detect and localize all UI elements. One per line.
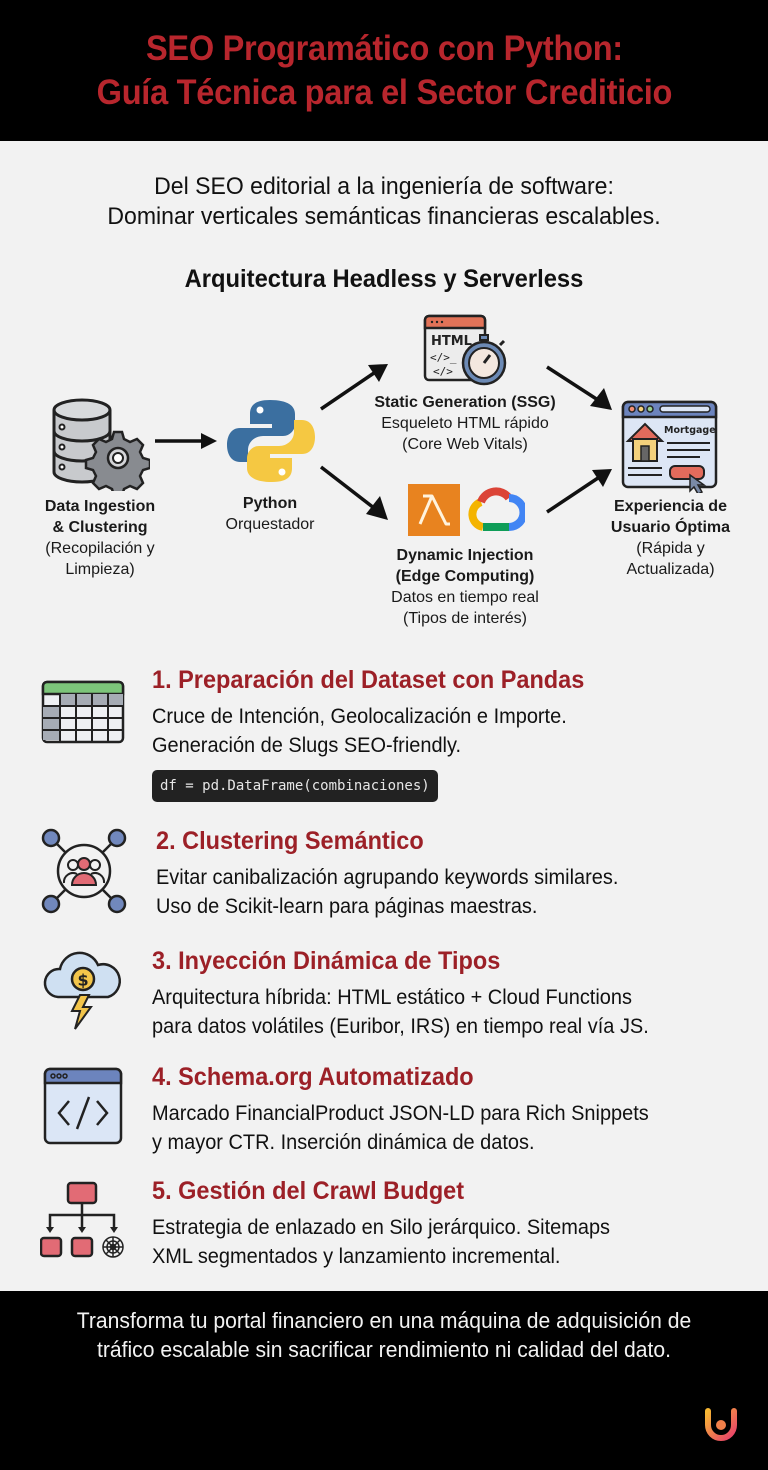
database-gear-icon	[52, 398, 150, 491]
step-3-title: 3. Inyección Dinámica de Tipos	[152, 947, 501, 975]
title-line-1: SEO Programático con Python:	[145, 28, 623, 68]
footer-line-2: tráfico escalable sin sacrificar rendimi…	[96, 1337, 672, 1362]
node-ssg-desc-2: (Core Web Vitals)	[402, 436, 528, 453]
cloud-dollar-lightning-icon: $	[43, 951, 121, 1030]
node-dynamic-title-1: Dynamic Injection	[396, 547, 534, 564]
node-data-ingestion: Data Ingestion & Clustering (Recopilació…	[20, 496, 180, 580]
step-5-desc-2: XML segmentados y lanzamiento incrementa…	[152, 1245, 561, 1268]
node-ssg-desc-1: Esqueleto HTML rápido	[381, 415, 549, 432]
code-window-icon	[43, 1067, 123, 1145]
step-2-desc-2: Uso de Scikit-learn para páginas maestra…	[156, 895, 538, 918]
footer-line-1: Transforma tu portal financiero en una m…	[76, 1308, 692, 1333]
arrow-down-right-icon	[546, 365, 612, 410]
page-title: SEO Programático con Python: Guía Técnic…	[96, 27, 672, 115]
step-4-desc-2: y mayor CTR. Inserción dinámica de datos…	[152, 1131, 535, 1154]
footer-banner: Transforma tu portal financiero en una m…	[0, 1291, 768, 1470]
html-icon-label: HTML	[431, 334, 472, 349]
python-logo-icon	[227, 400, 315, 482]
arrow-down-right-icon	[319, 465, 388, 520]
node-ssg-title: Static Generation (SSG)	[374, 394, 556, 411]
mortgage-icon-label: Mortgage	[664, 425, 716, 436]
node-static-generation: Static Generation (SSG) Esqueleto HTML r…	[355, 392, 575, 455]
node-ingestion-title-2: & Clustering	[52, 519, 148, 536]
code-snippet: df = pd.DataFrame(combinaciones)	[152, 770, 438, 802]
node-python-desc: Orquestador	[225, 516, 315, 533]
node-dynamic-desc-1: Datos en tiempo real	[391, 589, 539, 606]
step-2-desc-1: Evitar canibalización agrupando keywords…	[156, 866, 619, 889]
aws-lambda-icon	[408, 484, 460, 536]
step-3-desc-1: Arquitectura híbrida: HTML estático + Cl…	[152, 986, 632, 1009]
node-python-title: Python	[242, 495, 298, 512]
node-python: Python Orquestador	[200, 493, 340, 535]
svg-text:</>: </>	[433, 365, 453, 378]
step-1-title: 1. Preparación del Dataset con Pandas	[152, 666, 585, 694]
node-user-experience: Experiencia de Usuario Óptima (Rápida y …	[598, 496, 743, 580]
architecture-title: Arquitectura Headless y Serverless	[184, 265, 584, 293]
subtitle: Del SEO editorial a la ingeniería de sof…	[15, 172, 752, 232]
table-icon	[41, 680, 125, 744]
step-1-desc-1: Cruce de Intención, Geolocalización e Im…	[152, 705, 567, 728]
node-ux-title-2: Usuario Óptima	[610, 519, 731, 536]
mortgage-webpage-icon: Mortgage	[621, 400, 718, 493]
arrow-up-right-icon	[546, 469, 612, 514]
cluster-network-icon	[41, 828, 127, 914]
subtitle-line-1: Del SEO editorial a la ingeniería de sof…	[154, 173, 614, 200]
arrow-up-right-icon	[320, 364, 388, 411]
step-1-desc-2: Generación de Slugs SEO-friendly.	[152, 734, 462, 757]
title-line-2: Guía Técnica para el Sector Crediticio	[96, 72, 672, 112]
node-dynamic-injection: Dynamic Injection (Edge Computing) Datos…	[355, 545, 575, 629]
node-ingestion-desc-2: Limpieza)	[65, 561, 135, 578]
node-ingestion-desc-1: (Recopilación y	[45, 540, 155, 557]
subtitle-line-2: Dominar verticales semánticas financiera…	[107, 203, 661, 230]
svg-text:</>_: </>_	[430, 351, 457, 364]
brand-logo-icon	[705, 1408, 737, 1441]
node-ux-title-1: Experiencia de	[614, 498, 727, 515]
step-2-title: 2. Clustering Semántico	[156, 827, 424, 855]
step-3-desc-2: para datos volátiles (Euribor, IRS) en t…	[152, 1015, 649, 1038]
footer-text: Transforma tu portal financiero en una m…	[15, 1306, 752, 1364]
step-4-desc-1: Marcado FinancialProduct JSON-LD para Ri…	[152, 1102, 649, 1125]
node-dynamic-desc-2: (Tipos de interés)	[403, 610, 527, 627]
arrow-right-icon	[155, 433, 217, 449]
sitemap-hierarchy-icon	[40, 1181, 124, 1258]
step-4-title: 4. Schema.org Automatizado	[152, 1063, 474, 1091]
node-ingestion-title-1: Data Ingestion	[44, 498, 156, 515]
step-5-title: 5. Gestión del Crawl Budget	[152, 1177, 465, 1205]
html-stopwatch-icon: HTML </>_ </>	[423, 314, 507, 386]
node-dynamic-title-2: (Edge Computing)	[395, 568, 535, 585]
step-5-desc-1: Estrategia de enlazado en Silo jerárquic…	[152, 1216, 611, 1239]
node-ux-desc-1: (Rápida y	[636, 540, 705, 557]
node-ux-desc-2: Actualizada)	[626, 561, 715, 578]
main-content: Del SEO editorial a la ingeniería de sof…	[0, 141, 768, 1291]
svg-text:$: $	[78, 971, 89, 990]
header-banner: SEO Programático con Python: Guía Técnic…	[0, 0, 768, 141]
google-cloud-icon	[468, 487, 525, 531]
